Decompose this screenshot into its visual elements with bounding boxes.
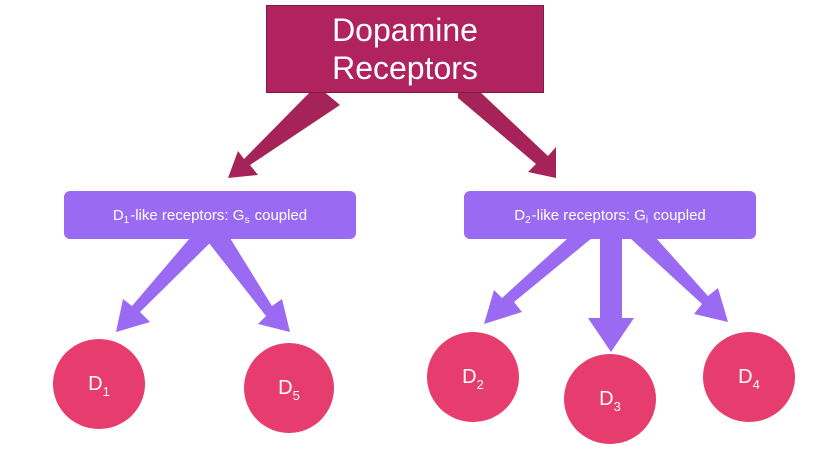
receptor-label: D4	[738, 365, 760, 392]
arrow-d2-like-to-d3	[588, 238, 634, 352]
receptor-node-d2: D2	[427, 332, 519, 422]
group-d1-like: D1-like receptors: Gs coupled	[64, 191, 356, 239]
receptor-label: D3	[599, 387, 621, 414]
arrow-d2-like-to-d4	[630, 238, 728, 322]
title-line-2: Receptors	[332, 50, 478, 86]
group-label: D1-like receptors: Gs coupled	[112, 206, 308, 226]
receptor-node-d5: D5	[244, 343, 334, 433]
arrow-title-to-d2-like	[458, 90, 556, 178]
receptor-label: D2	[462, 365, 484, 392]
arrow-d2-like-to-d2	[484, 238, 592, 324]
receptor-node-d4: D4	[703, 332, 795, 422]
title-line-1: Dopamine	[332, 12, 478, 48]
arrow-d1-like-to-d1	[116, 238, 215, 332]
receptor-node-d1: D1	[53, 339, 145, 429]
receptor-label: D5	[278, 376, 300, 403]
arrow-d1-like-to-d5	[205, 238, 290, 332]
receptor-label: D1	[88, 372, 110, 399]
group-label: D2-like receptors: Gi coupled	[514, 206, 706, 226]
receptor-node-d3: D3	[564, 354, 656, 444]
group-d2-like: D2-like receptors: Gi coupled	[464, 191, 756, 239]
title-box: Dopamine Receptors	[266, 5, 544, 93]
arrow-title-to-d1-like	[228, 90, 340, 178]
